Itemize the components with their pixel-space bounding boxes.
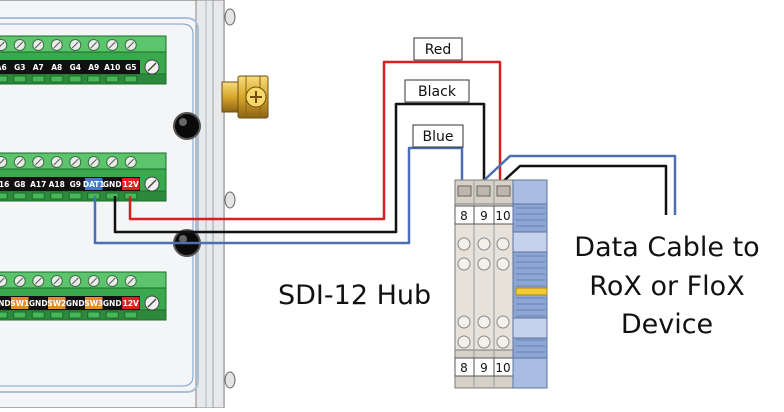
wire-label-black-box: Black — [404, 79, 470, 103]
terminal-screw-icon — [0, 156, 8, 168]
terminal-label-middle-2: A17 — [30, 180, 46, 189]
terminal-label-bottom-2: GND — [29, 299, 48, 308]
wire-blue — [93, 146, 464, 245]
terminal-label-top-5: A9 — [88, 63, 99, 72]
terminal-label-middle-0: A16 — [0, 180, 9, 189]
hub-clamp-hole — [496, 237, 510, 251]
terminal-label-middle-4: G9 — [70, 180, 81, 189]
terminal-label-middle-5: DAT1 — [83, 180, 105, 189]
terminal-label-top-2: A7 — [33, 63, 44, 72]
hub-clamp-hole — [496, 257, 510, 271]
hub-clamp-hole — [457, 335, 471, 349]
terminal-label-top-3: A8 — [51, 63, 62, 72]
terminal-screw-icon — [0, 39, 8, 51]
cable-label-line3: Device — [621, 309, 713, 340]
hub-clamp-hole — [457, 257, 471, 271]
hub-terminal-top-9: 9 — [480, 209, 488, 223]
hub-clamp-hole — [496, 315, 510, 329]
wire-label-blue: Blue — [423, 129, 454, 145]
sdi12-hub: 8 9 10 8 9 10 — [454, 179, 548, 389]
flange-bolt — [224, 191, 236, 209]
hub-terminal-top-10: 10 — [495, 209, 510, 223]
terminal-label-top-4: G4 — [70, 63, 81, 72]
terminal-label-bottom-4: GND — [66, 299, 85, 308]
hub-clamp-hole — [477, 257, 491, 271]
wire-black — [113, 102, 486, 234]
terminal-label-bottom-1: SW1 — [10, 299, 29, 308]
terminal-label-middle-3: A18 — [49, 180, 65, 189]
terminal-label-middle-1: G8 — [14, 180, 25, 189]
hub-terminal-bottom-10: 10 — [495, 361, 510, 375]
hub-clamp-hole — [477, 315, 491, 329]
cable-label-line2: RoX or FloX — [589, 271, 744, 302]
terminal-label-top-1: G3 — [14, 63, 25, 72]
terminal-label-bottom-5: SW3 — [84, 299, 103, 308]
terminal-label-top-7: G5 — [125, 63, 136, 72]
terminal-label-bottom-7: 12V — [123, 299, 139, 308]
wire-label-red-box: Red — [413, 37, 463, 61]
wire-red — [128, 60, 502, 221]
terminal-label-bottom-6: GND — [103, 299, 122, 308]
hub-clamp-hole — [496, 335, 510, 349]
hub-clamp-hole — [457, 315, 471, 329]
terminal-label-bottom-0: GND — [0, 299, 11, 308]
hub-terminal-bottom-9: 9 — [480, 361, 488, 375]
hub-terminal-top-8: 8 — [460, 209, 468, 223]
terminal-strip-bottom: GNDSW1GNDSW2GNDSW3GND12V — [0, 271, 167, 321]
terminal-label-middle-7: 12V — [123, 180, 139, 189]
terminal-strip-top: A6 G3 A7 A8 G4 A9 A10 G5 — [0, 35, 167, 85]
terminal-label-top-0: A6 — [0, 63, 7, 72]
antenna-connector-icon — [221, 75, 269, 119]
wire-label-blue-box: Blue — [412, 124, 464, 148]
hub-terminal-bottom-8: 8 — [460, 361, 468, 375]
terminal-screw-icon — [0, 275, 8, 287]
wire-label-red: Red — [425, 42, 452, 58]
mounting-hole — [173, 112, 201, 140]
terminal-connectors: A6G3A7A8G4A9A10G5A16G8A17A18G9DAT1GND12V… — [0, 35, 167, 321]
hub-clamp-hole — [477, 335, 491, 349]
flange-bolt — [224, 8, 236, 26]
wire-label-black: Black — [418, 84, 457, 100]
cable-blue — [463, 154, 677, 215]
hub-jumper-pin — [515, 287, 548, 296]
hub-clamp-hole — [457, 237, 471, 251]
terminal-label-bottom-3: SW2 — [47, 299, 66, 308]
terminal-label-middle-6: GND — [103, 180, 122, 189]
cable-label-line1: Data Cable to — [574, 232, 759, 263]
terminal-label-top-6: A10 — [104, 63, 120, 72]
hub-clamp-hole — [477, 237, 491, 251]
hub-label: SDI-12 Hub — [278, 280, 431, 311]
flange-bolt — [224, 371, 236, 389]
